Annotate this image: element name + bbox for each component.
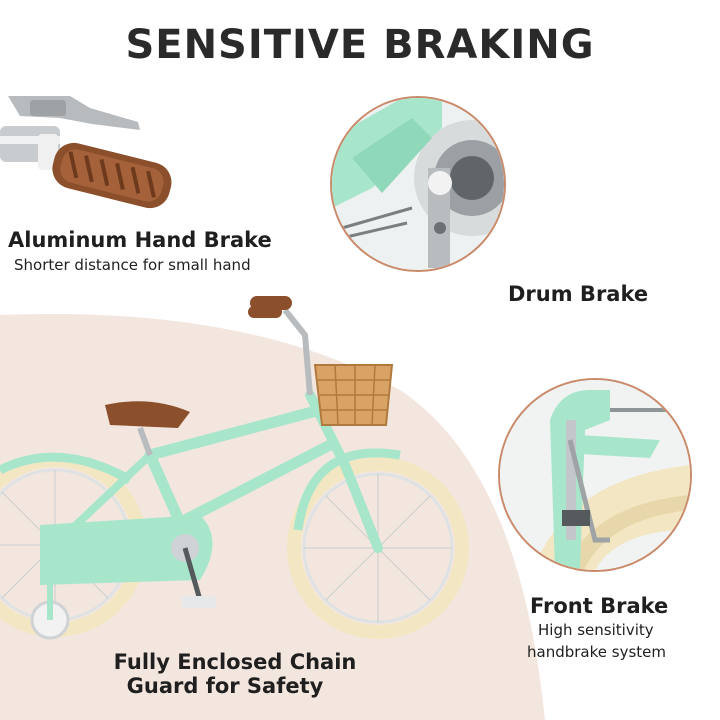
page-title: SENSITIVE BRAKING bbox=[125, 22, 595, 68]
drum-brake-label: Drum Brake bbox=[508, 282, 649, 306]
front-brake-closeup bbox=[498, 378, 692, 572]
hand-brake-label: Aluminum Hand Brake bbox=[8, 228, 272, 252]
chain-guard-line2: Guard for Safety bbox=[126, 674, 324, 698]
drum-brake-closeup bbox=[330, 96, 506, 272]
hand-brake-sublabel: Shorter distance for small hand bbox=[14, 256, 251, 274]
front-brake-sub-line1: High sensitivity bbox=[538, 621, 654, 639]
front-brake-label: Front Brake bbox=[530, 594, 669, 618]
front-brake-sub-line2: handbrake system bbox=[527, 643, 666, 661]
chain-guard-line1: Fully Enclosed Chain bbox=[113, 650, 357, 674]
